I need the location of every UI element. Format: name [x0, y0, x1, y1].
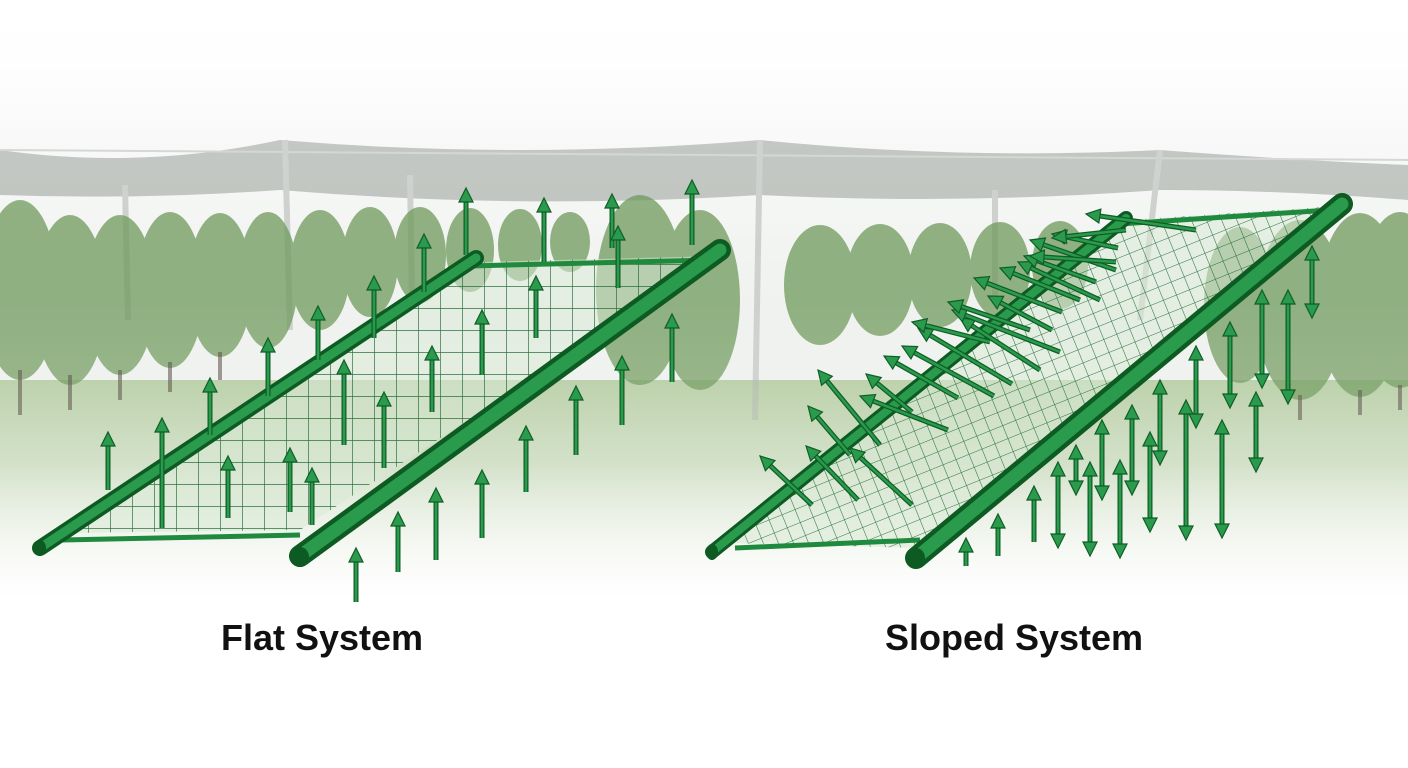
flat-upward-arrow: [528, 274, 544, 338]
sloped-diagonal-arrow: [1016, 260, 1102, 303]
flat-upward-arrow: [260, 336, 276, 396]
flat-upward-arrow: [336, 358, 352, 445]
sloped-diagonal-arrow: [807, 404, 852, 457]
flat-upward-arrow: [220, 454, 236, 518]
flat-upward-arrow: [518, 424, 534, 492]
flat-upward-arrow: [568, 384, 584, 455]
sloped-diagonal-arrow: [882, 355, 960, 401]
sloped-bidirectional-arrow: [1280, 288, 1296, 406]
sloped-bidirectional-arrow: [1142, 430, 1158, 534]
flat-upward-arrow: [664, 312, 680, 382]
flat-upward-arrow: [202, 376, 218, 435]
flat-system-label: Flat System: [220, 617, 424, 658]
sloped-upward-arrow: [958, 536, 974, 566]
sloped-bidirectional-arrow: [1152, 378, 1168, 467]
flat-upward-arrow: [304, 466, 320, 525]
flat-upward-arrow: [348, 546, 364, 602]
flat-system-arrows: [100, 178, 700, 602]
sloped-diagonal-arrow: [759, 455, 814, 507]
sloped-bidirectional-arrow: [1124, 403, 1140, 497]
flat-upward-arrow: [614, 354, 630, 425]
sloped-diagonal-arrow: [910, 317, 991, 345]
sloped-diagonal-arrow: [858, 393, 949, 433]
sloped-diagonal-arrow: [950, 307, 1061, 355]
sloped-diagonal-arrow: [900, 345, 996, 399]
flat-upward-arrow: [424, 344, 440, 412]
sloped-bidirectional-arrow: [1112, 458, 1128, 560]
flat-upward-arrow: [474, 308, 490, 375]
flat-upward-arrow: [458, 186, 474, 255]
flat-upward-arrow: [366, 274, 382, 338]
flat-upward-arrow: [684, 178, 700, 245]
flat-upward-arrow: [310, 304, 326, 360]
flat-upward-arrow: [536, 196, 552, 262]
flat-upward-arrow: [604, 192, 620, 248]
sloped-system-label: Sloped System: [884, 617, 1144, 658]
sloped-bidirectional-arrow: [1094, 418, 1110, 502]
sloped-bidirectional-arrow: [1082, 460, 1098, 558]
flat-upward-arrow: [154, 416, 170, 528]
sloped-diagonal-arrow: [972, 275, 1063, 315]
sloped-bidirectional-arrow: [1050, 460, 1066, 550]
flat-upward-arrow: [474, 468, 490, 538]
sloped-bidirectional-arrow: [1248, 390, 1264, 474]
flat-upward-arrow: [416, 232, 432, 292]
sloped-diagonal-arrow: [998, 266, 1081, 303]
sloped-bidirectional-arrow: [1178, 398, 1194, 542]
sloped-bidirectional-arrow: [1068, 443, 1084, 497]
sloped-bidirectional-arrow: [1254, 288, 1270, 390]
sloped-diagonal-arrow: [1028, 249, 1117, 265]
flat-upward-arrow: [282, 446, 298, 512]
flat-upward-arrow: [390, 510, 406, 572]
sloped-diagonal-arrow: [1084, 208, 1197, 233]
sloped-upward-arrow: [990, 512, 1006, 556]
sloped-bidirectional-arrow: [1304, 244, 1320, 320]
sloped-diagonal-arrow: [986, 295, 1054, 333]
flat-upward-arrow: [610, 224, 626, 288]
sloped-diagonal-arrow: [946, 299, 1031, 333]
flat-upward-arrow: [100, 430, 116, 490]
sloped-net-panel: [705, 193, 1353, 569]
flat-upward-arrow: [376, 390, 392, 468]
sloped-bidirectional-arrow: [1214, 418, 1230, 540]
flat-upward-arrow: [428, 486, 444, 560]
sloped-diagonal-arrow: [1050, 227, 1127, 245]
sloped-diagonal-arrow: [864, 373, 914, 414]
sloped-diagonal-arrow: [958, 317, 1042, 373]
sloped-bidirectional-arrow: [1188, 344, 1204, 430]
sloped-bidirectional-arrow: [1222, 320, 1238, 410]
sloped-upward-arrow: [1026, 484, 1042, 542]
sloped-system-arrows: [759, 208, 1320, 566]
sloped-diagonal-arrow: [849, 447, 914, 507]
sloped-diagonal-arrow: [805, 445, 860, 502]
sloped-diagonal-arrow: [817, 368, 882, 447]
